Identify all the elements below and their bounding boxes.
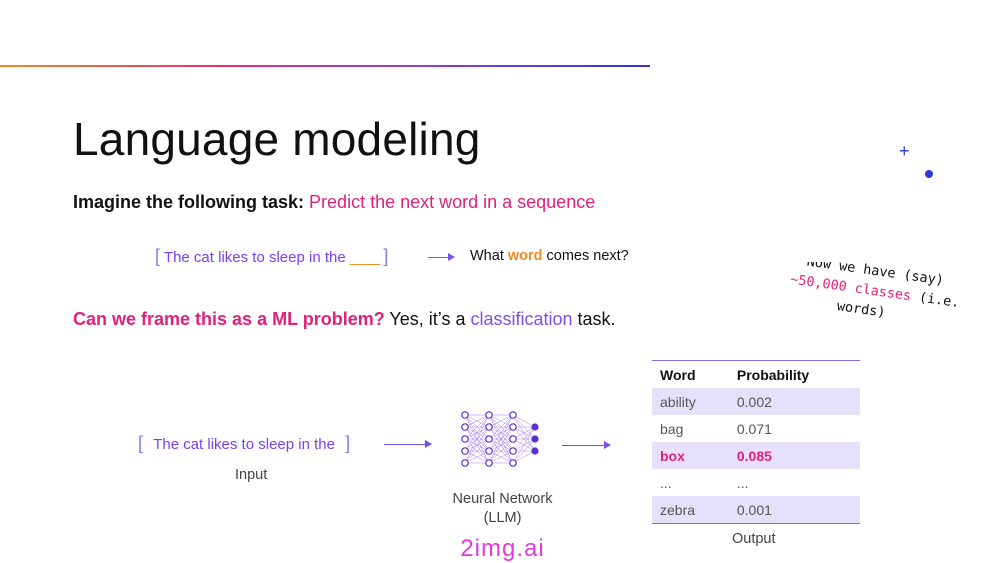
example-sequence: [ The cat likes to sleep in the ____ ] xyxy=(155,246,388,267)
input-close-bracket: ] xyxy=(345,433,351,453)
nn-label-line-1: Neural Network xyxy=(452,491,553,507)
plus-icon: + xyxy=(899,141,910,161)
nn-label-line-2: (LLM) xyxy=(483,510,522,526)
close-bracket: ] xyxy=(383,246,389,266)
row-prob: 0.002 xyxy=(728,388,860,415)
column-header-word: Word xyxy=(652,360,729,388)
next-word-question: What word comes next? xyxy=(470,248,629,264)
neural-network-icon xyxy=(461,411,539,467)
question-word: word xyxy=(507,248,543,264)
framing-line: Can we frame this as a ML problem? Yes, … xyxy=(73,309,616,330)
arrow-to-output-icon xyxy=(562,441,611,449)
example-blank: ____ xyxy=(349,249,380,266)
table-row: ...... xyxy=(652,469,860,496)
slide-title: Language modeling xyxy=(73,113,481,165)
row-prob: 0.085 xyxy=(728,442,860,469)
dot-icon xyxy=(925,170,933,178)
row-prob: 0.001 xyxy=(728,496,860,524)
framing-answer-pre: Yes, it’s a xyxy=(384,309,471,329)
task-goal: Predict the next word in a sequence xyxy=(309,192,596,212)
output-label: Output xyxy=(732,531,776,547)
input-sequence: [ The cat likes to sleep in the ] xyxy=(138,433,350,454)
arrow-to-network-icon xyxy=(384,440,432,448)
note-line-3: words) xyxy=(836,298,887,321)
watermark: 2img.ai xyxy=(460,535,545,562)
table-row: bag 0.071 xyxy=(652,415,860,442)
framing-question: Can we frame this as a ML problem? xyxy=(73,309,385,329)
handwritten-note: Now we have (say) ~50,000 classes (i.e. … xyxy=(789,262,961,321)
note-line-2-rest: (i.e. xyxy=(910,288,961,311)
table-header-row: Word Probability xyxy=(652,360,860,388)
input-label: Input xyxy=(235,467,268,483)
open-bracket: [ xyxy=(155,246,161,266)
example-sequence-text: The cat likes to sleep in the xyxy=(163,249,346,266)
row-word: zebra xyxy=(652,496,729,524)
row-prob: 0.071 xyxy=(736,420,772,437)
framing-answer-post: task. xyxy=(572,309,616,329)
column-header-probability: Probability xyxy=(728,360,860,388)
input-sequence-text: The cat likes to sleep in the xyxy=(153,436,335,453)
row-word: bag xyxy=(660,420,684,437)
top-gradient-rule xyxy=(0,65,650,67)
row-word: box xyxy=(652,442,729,469)
task-line: Imagine the following task: Predict the … xyxy=(73,192,595,213)
question-post: comes next? xyxy=(542,248,629,264)
input-open-bracket: [ xyxy=(138,433,144,453)
task-lead: Imagine the following task: xyxy=(73,192,305,212)
arrow-right-icon xyxy=(428,253,455,261)
row-word: ... xyxy=(660,474,672,491)
row-word: ability xyxy=(652,388,729,415)
neural-network-label: Neural Network (LLM) xyxy=(440,490,565,528)
row-prob: ... xyxy=(736,474,749,491)
question-pre: What xyxy=(470,248,508,264)
framing-answer-word: classification xyxy=(470,309,573,329)
